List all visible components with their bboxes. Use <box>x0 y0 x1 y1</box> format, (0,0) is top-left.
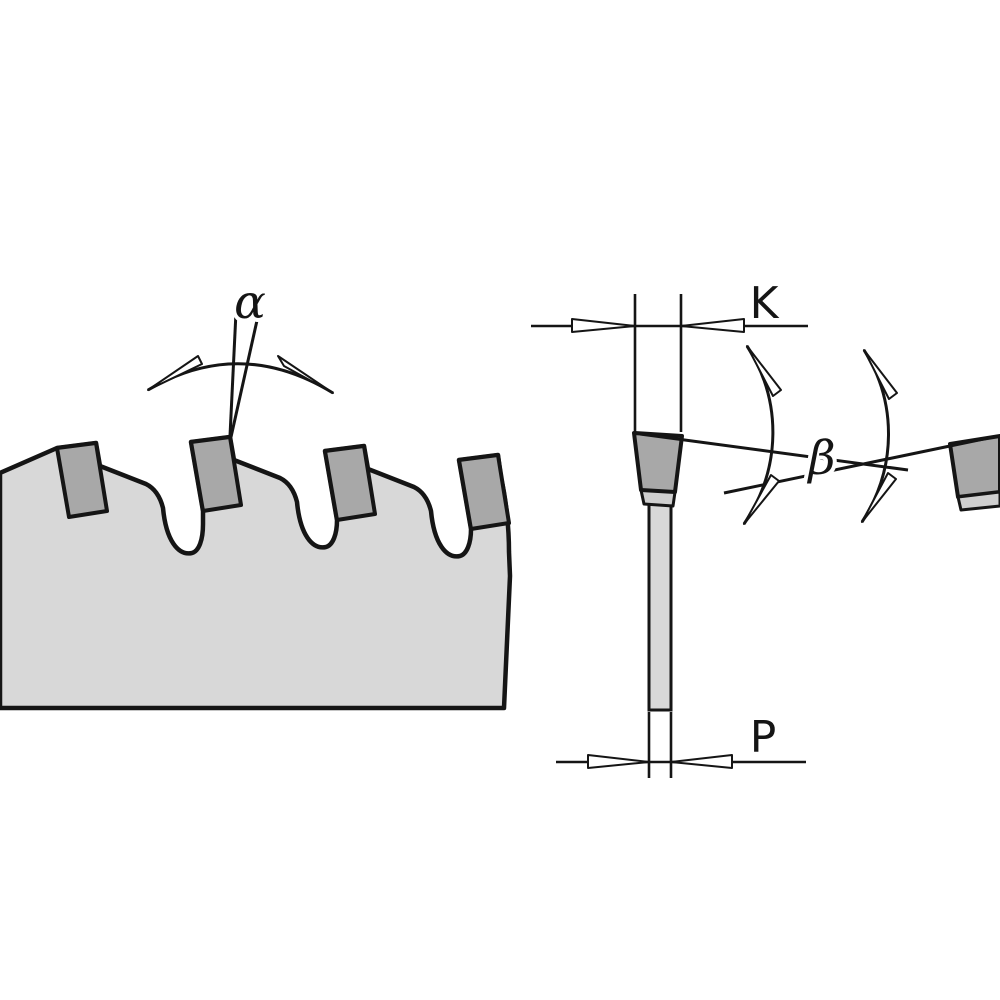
hook-angle-label: α <box>234 275 266 330</box>
hook-angle-annotation: α <box>147 271 334 438</box>
kerf-dimension: K <box>531 274 808 432</box>
carbide-tip-3 <box>323 444 377 522</box>
plate-arrow-left <box>587 754 650 769</box>
carbide-tip-4 <box>457 453 511 531</box>
blade-profile-group <box>0 434 513 711</box>
hook-angle-arc-arrow-right <box>277 355 334 394</box>
hook-angle-arc-arrow-left <box>147 355 203 391</box>
adjacent-braze-band <box>956 490 1000 512</box>
kerf-arrow-left <box>571 318 636 333</box>
carbide-tip-front <box>632 431 684 494</box>
plate-dimension: P <box>556 708 806 778</box>
bevel-arc-left-arrow-top <box>746 345 782 397</box>
tooth-face-extension-line <box>229 315 260 438</box>
plate-body <box>647 501 673 712</box>
plate-label: P <box>750 712 777 763</box>
kerf-label: K <box>750 278 780 329</box>
tooth-cross-section <box>632 431 1000 712</box>
bevel-arc-right-arrow-top <box>863 349 898 400</box>
carbide-tip-1 <box>55 441 109 519</box>
bevel-arc-left-arrow-bottom <box>743 474 780 525</box>
bevel-angle-annotation: β <box>639 345 999 525</box>
carbide-tip-2 <box>189 435 243 513</box>
plate-arrow-right <box>670 754 733 769</box>
bevel-arc-right-arrow-bottom <box>861 472 897 523</box>
blade-body-silhouette <box>0 434 513 711</box>
bevel-angle-label: β <box>806 431 835 486</box>
radial-reference-line <box>228 311 238 437</box>
kerf-arrow-right <box>680 318 745 333</box>
